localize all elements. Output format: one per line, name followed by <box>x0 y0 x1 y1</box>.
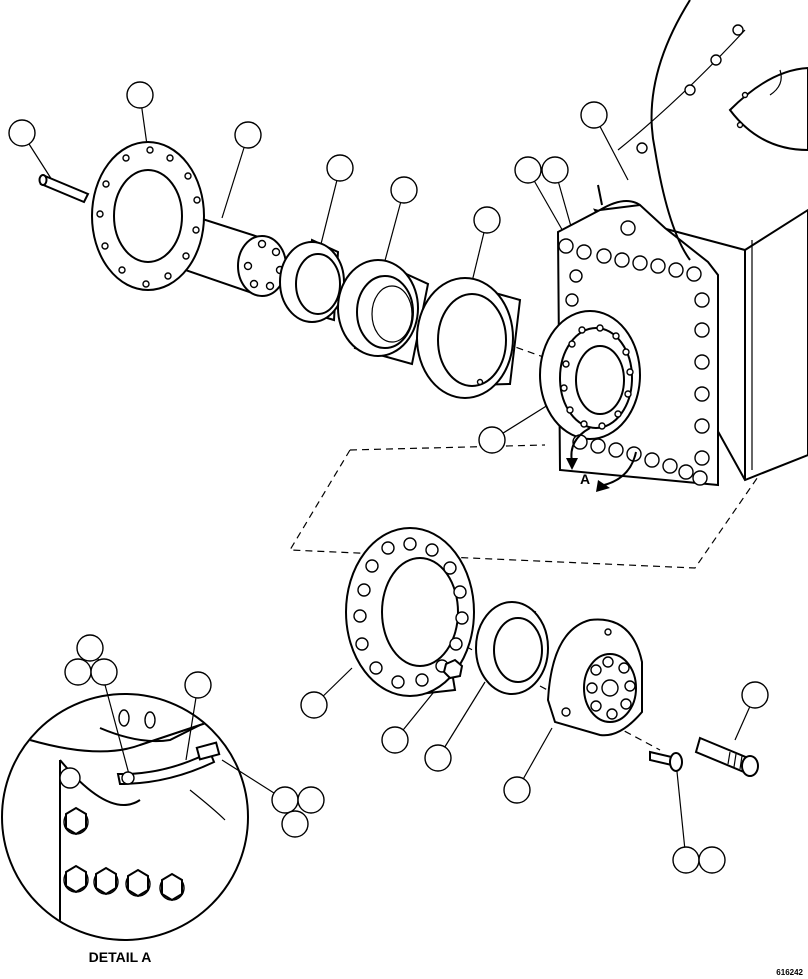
callout-balloon <box>281 810 309 838</box>
callout-balloon <box>126 81 154 109</box>
drawing-number: 616242 <box>776 968 803 977</box>
spacer-ring-part <box>279 238 345 323</box>
callout-balloon <box>541 156 569 184</box>
callout-balloon <box>234 121 262 149</box>
callout-balloons <box>8 81 769 874</box>
large-bolt-part <box>694 736 759 777</box>
housing-bolt-circle <box>560 324 634 430</box>
callout-balloon <box>672 846 700 874</box>
cap-bolt-part <box>649 750 683 772</box>
callout-balloon <box>473 206 501 234</box>
retainer-ring-holes <box>353 537 469 689</box>
housing-bolts <box>558 238 710 486</box>
callout-balloon <box>741 681 769 709</box>
callout-balloon <box>90 658 118 686</box>
callout-balloon <box>271 786 299 814</box>
bearing-part <box>337 259 430 366</box>
callout-balloon <box>478 426 506 454</box>
callout-balloon <box>300 691 328 719</box>
callout-balloon <box>503 776 531 804</box>
callout-balloon <box>64 658 92 686</box>
shaft-end-holes <box>243 239 285 291</box>
frame-housing-part <box>539 184 808 487</box>
detail-a-view <box>1 693 249 941</box>
view-a-letter: A <box>580 471 590 487</box>
flange-bolt-holes <box>96 146 201 288</box>
bushing-part <box>416 277 522 399</box>
callout-balloon <box>698 846 726 874</box>
detail-a-label: DETAIL A <box>89 949 152 965</box>
callout-balloon <box>76 634 104 662</box>
hydraulic-line-part <box>617 0 808 261</box>
flanged-shaft-part <box>91 141 287 297</box>
callout-balloon <box>580 101 608 129</box>
cap-plate-part <box>546 618 643 737</box>
callout-balloon <box>514 156 542 184</box>
thrust-washer-part <box>475 601 549 695</box>
pin-part <box>38 174 90 204</box>
callout-balloon <box>381 726 409 754</box>
callout-balloon <box>326 154 354 182</box>
nut-part <box>442 658 464 680</box>
callout-balloon <box>8 119 36 147</box>
callout-balloon <box>390 176 418 204</box>
callout-balloon <box>297 786 325 814</box>
retainer-ring-part <box>345 527 475 697</box>
callout-balloon <box>184 671 212 699</box>
callout-balloon <box>424 744 452 772</box>
view-a-rotation-arrows: A <box>566 427 637 492</box>
